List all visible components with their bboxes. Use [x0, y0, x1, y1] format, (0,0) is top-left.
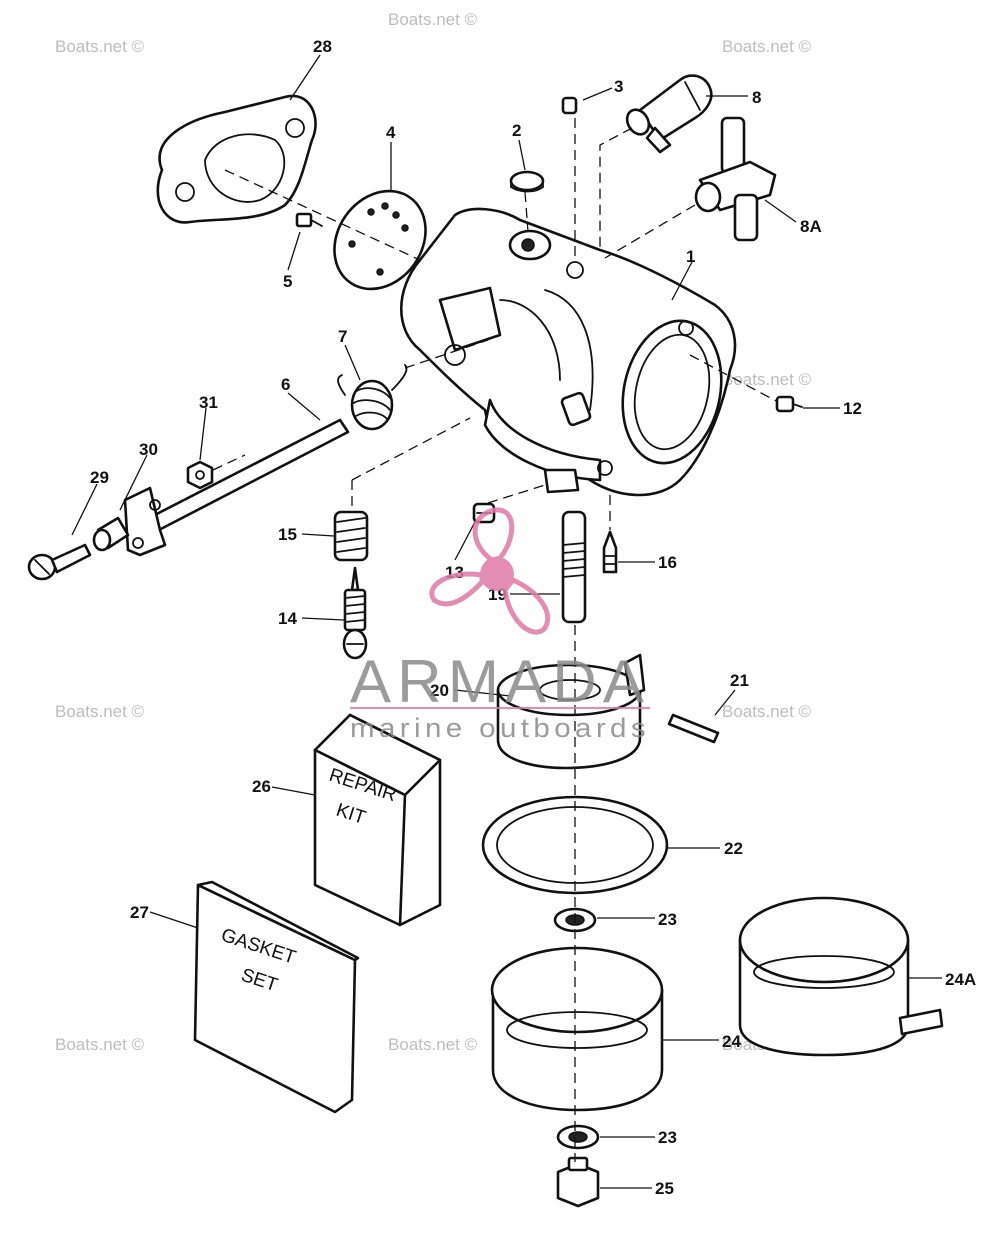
alignment-lines [212, 118, 779, 1162]
part-5-screw [295, 212, 323, 228]
part-8-elbow-fitting [625, 74, 713, 154]
callout-25: 25 [655, 1179, 674, 1198]
callout-1: 1 [686, 247, 695, 266]
part-29-screw [27, 543, 92, 581]
callout-31: 31 [199, 393, 218, 412]
part-8a-tee-fitting [694, 116, 777, 242]
part-6-throttle-shaft [123, 418, 350, 557]
callout-22: 22 [724, 839, 743, 858]
callout-28: 28 [313, 37, 332, 56]
callout-12: 12 [843, 399, 862, 418]
part-28-flange-gasket [156, 94, 317, 224]
part-23-washer [556, 1124, 600, 1150]
callout-26: 26 [252, 777, 271, 796]
callout-24a: 24A [945, 970, 976, 989]
callout-24: 24 [722, 1032, 741, 1051]
watermark: Boats.net © [55, 1035, 145, 1054]
callout-3: 3 [614, 77, 623, 96]
callout-14: 14 [278, 609, 297, 628]
propeller-icon [429, 507, 551, 635]
part-4-diaphragm-plate [333, 189, 427, 291]
callout-7: 7 [338, 327, 347, 346]
part-16-pin [602, 530, 618, 574]
part-22-o-ring [481, 795, 669, 895]
callout-30: 30 [139, 440, 158, 459]
part-15-spring [333, 510, 369, 562]
watermark: Boats.net © [55, 37, 145, 56]
part-30-bushing [92, 516, 130, 552]
part-7-torsion-spring [337, 364, 408, 431]
callout-5: 5 [283, 272, 292, 291]
callout-21: 21 [730, 671, 749, 690]
part-24-float-bowl [490, 946, 664, 1112]
part-25-drain-nut [556, 1156, 600, 1208]
part-3-plug [561, 96, 578, 115]
callout-20: 20 [430, 681, 449, 700]
part-19-jet-tube [561, 510, 587, 624]
callout-27: 27 [130, 903, 149, 922]
watermark: Boats.net © [722, 702, 812, 721]
callout-23: 23 [658, 910, 677, 929]
watermark: Boats.net © [722, 37, 812, 56]
callout-29: 29 [90, 468, 109, 487]
part-20-float [496, 653, 646, 770]
part-27-gasket-set: GASKET SET [193, 880, 360, 1114]
part-24a-float-bowl [738, 896, 944, 1057]
part-1-carburetor-body [400, 207, 737, 497]
logo-wordmark: ARMADA [350, 648, 650, 715]
part-14-mixture-needle [342, 566, 368, 660]
part-26-repair-kit: REPAIR KIT [313, 713, 442, 927]
watermark: Boats.net © [55, 702, 145, 721]
callout-6: 6 [281, 375, 290, 394]
part-31-nut [186, 460, 214, 490]
callout-15: 15 [278, 525, 297, 544]
part-21-float-pin [667, 713, 720, 744]
watermark: Boats.net © [388, 1035, 478, 1054]
part-2-cap [509, 170, 545, 193]
callout-23: 23 [658, 1128, 677, 1147]
callout-8a: 8A [800, 217, 822, 236]
watermark: Boats.net © [388, 10, 478, 29]
callout-16: 16 [658, 553, 677, 572]
armada-logo: ARMADA marine outboards [350, 507, 650, 743]
watermark: Boats.net © [722, 370, 812, 389]
callout-8: 8 [752, 88, 761, 107]
part-12-screw [775, 395, 803, 413]
leader-lines [71, 54, 942, 1189]
callout-2: 2 [512, 121, 521, 140]
logo-tagline: marine outboards [350, 713, 650, 743]
callout-4: 4 [386, 123, 396, 142]
